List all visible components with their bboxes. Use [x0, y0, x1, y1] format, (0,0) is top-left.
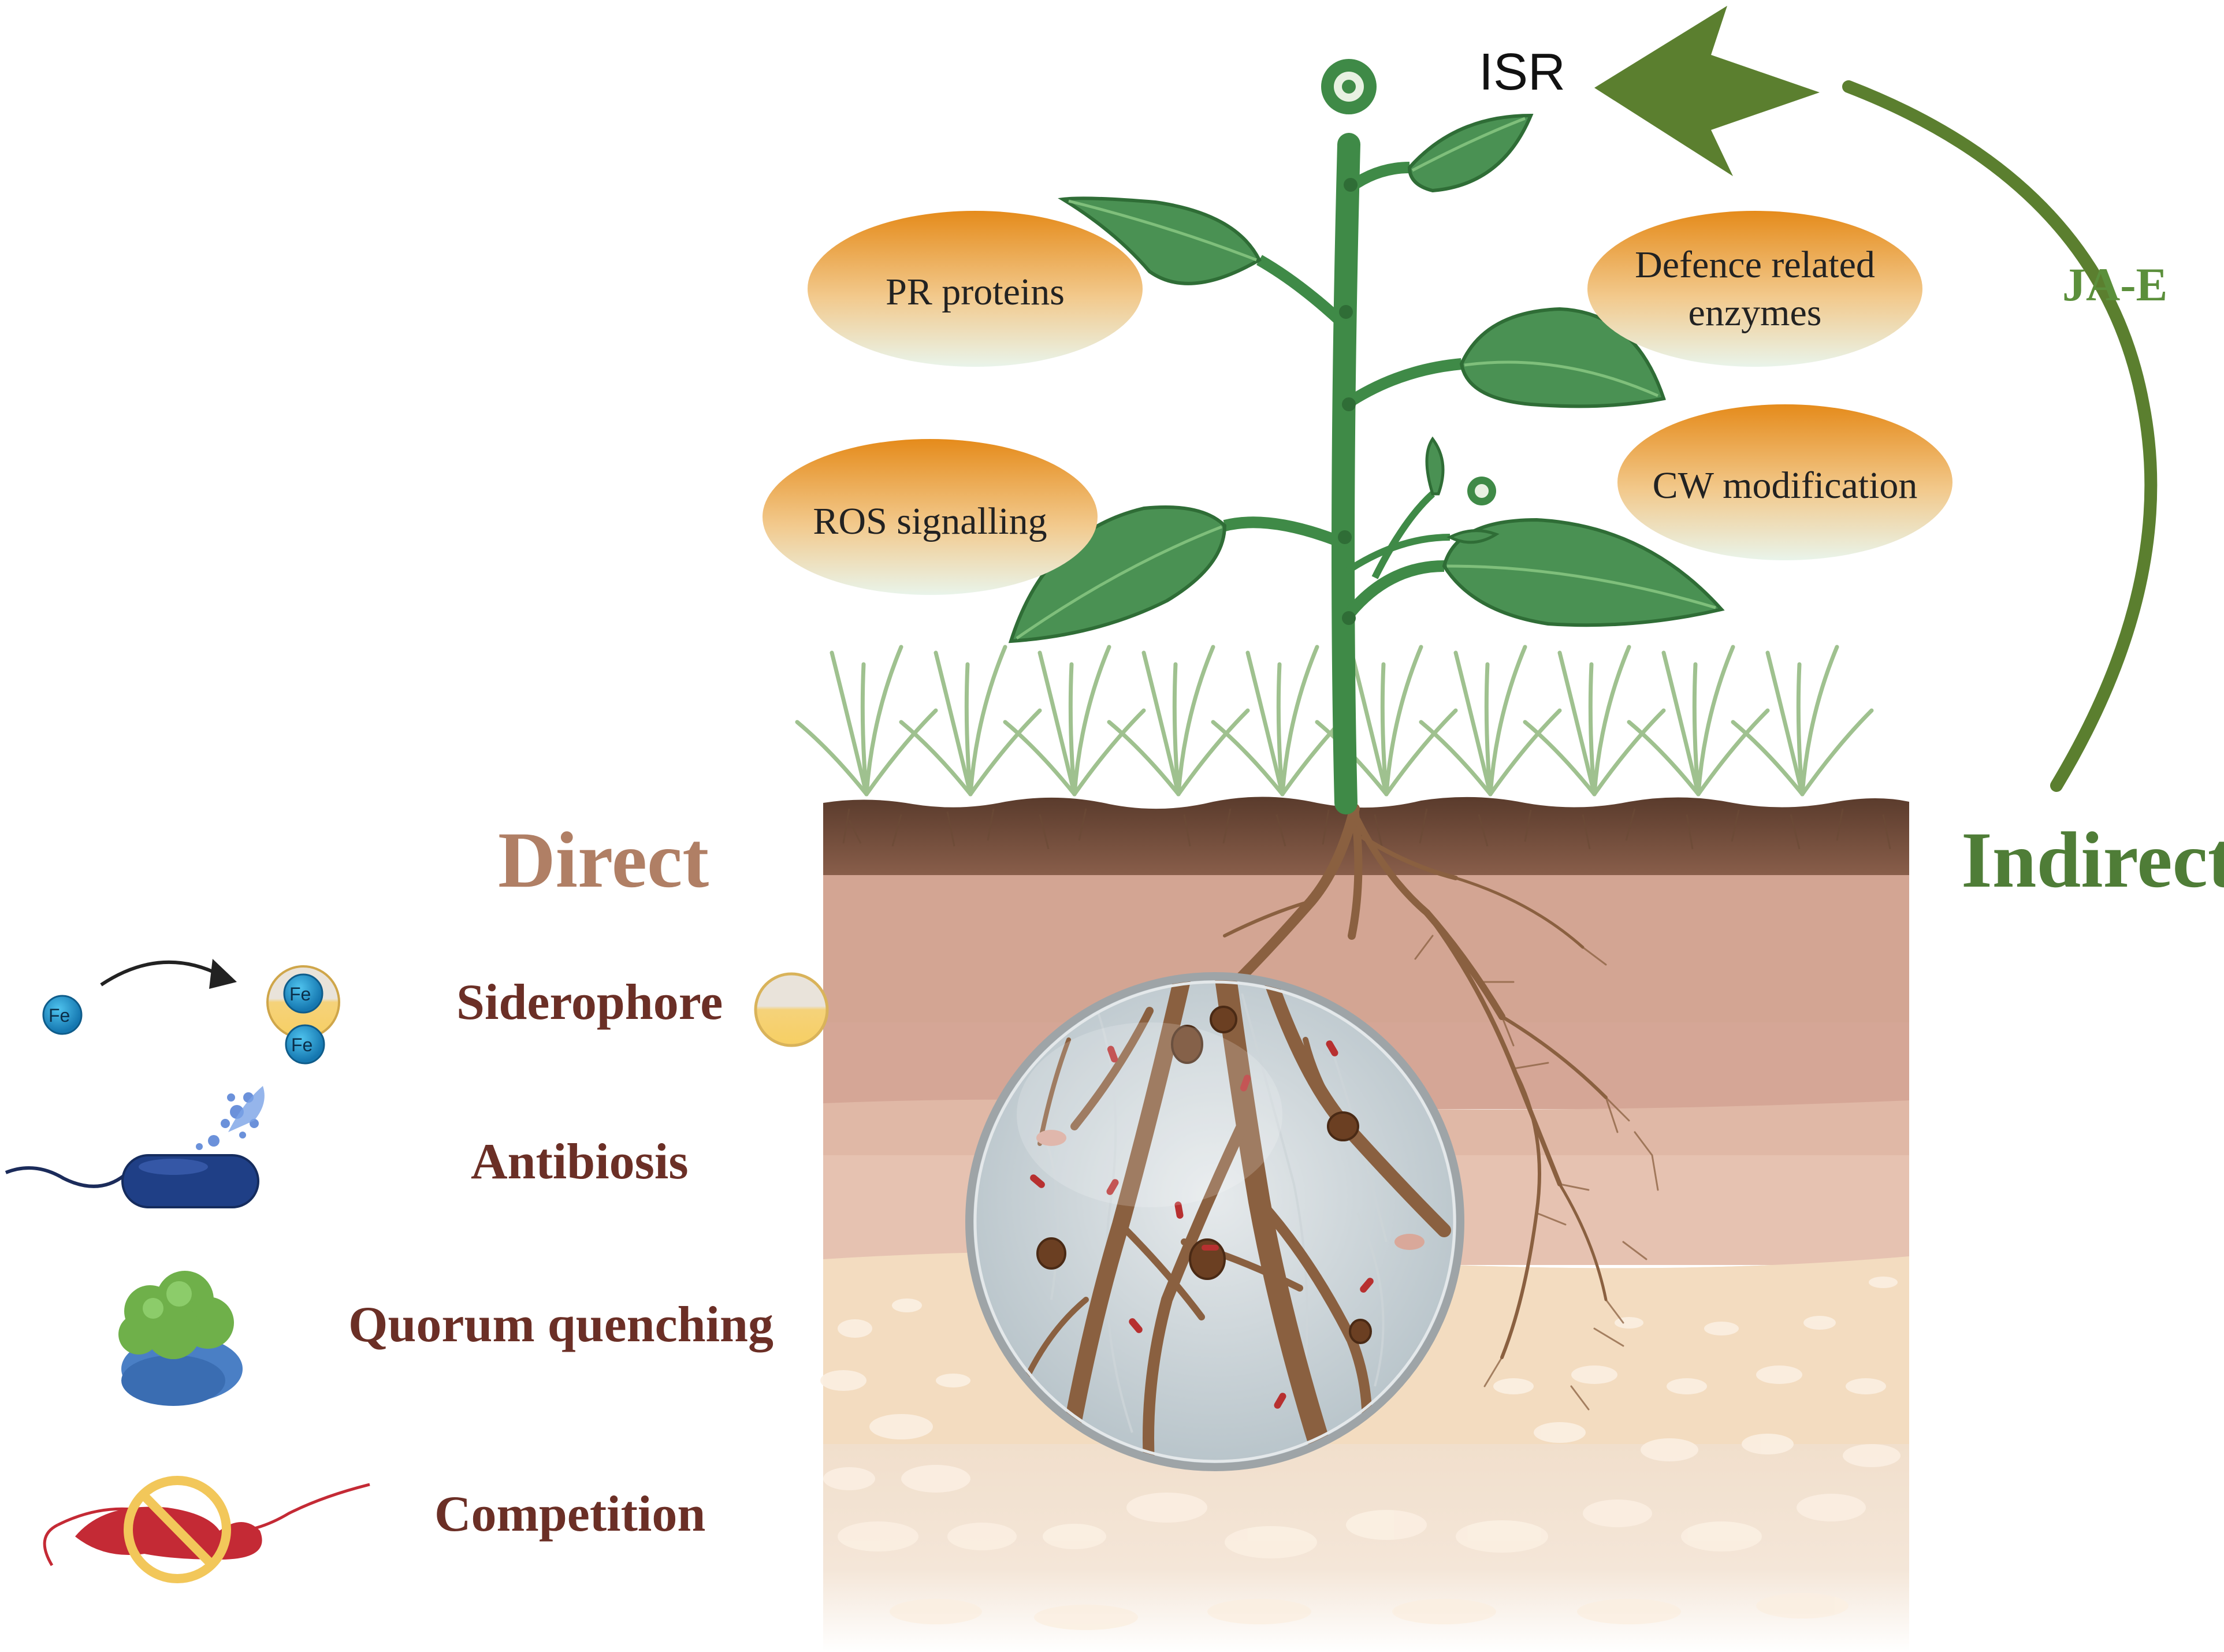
leaf-mid-right: [1459, 307, 1666, 408]
cw-modification-text: CW modification: [1652, 464, 1918, 507]
fe-label-bound-1: Fe: [289, 984, 311, 1004]
direct-heading: Direct: [498, 816, 709, 904]
leaf-lower-right: [1442, 518, 1725, 627]
leaf-small-top: [1425, 436, 1500, 544]
root-system: [1223, 803, 1659, 1411]
defence-enzymes-line: Defence related enzymes: [1635, 244, 1875, 334]
ellipse-cw-modification: [1617, 404, 1952, 560]
siderophore-icon: [754, 972, 829, 1047]
iron-chelation-icon: [42, 959, 340, 1065]
isr-label: ISR: [1479, 43, 1566, 101]
defence-ellipses: [763, 211, 1952, 595]
grass-tufts: [795, 645, 1872, 797]
plant: [1008, 59, 1725, 814]
fe-label-free: Fe: [49, 1005, 70, 1026]
fe-label-bound-2: Fe: [291, 1035, 313, 1055]
bacterium-secreting-icon: [5, 1086, 265, 1208]
ellipse-pr-proteins: [808, 211, 1143, 367]
defence-enzymes-text: Defence related enzymes: [1587, 241, 1922, 337]
ja-e-label: JA-E: [2062, 258, 2168, 311]
pr-proteins-text: PR proteins: [886, 271, 1065, 313]
leaf-top-right: [1407, 113, 1534, 193]
prohibited-bacterium-icon: [43, 1476, 370, 1583]
competition-label: Competition: [434, 1486, 706, 1542]
siderophore-label: Siderophore: [456, 974, 723, 1030]
protein-complex-icon: [118, 1271, 243, 1406]
ellipse-defence-enzymes: [1587, 211, 1922, 367]
quorum-quenching-label: Quorum quenching: [348, 1297, 773, 1353]
indirect-heading: Indirect: [1961, 816, 2224, 904]
antibiosis-label: Antibiosis: [471, 1134, 689, 1190]
ros-signalling-text: ROS signalling: [813, 500, 1047, 542]
ja-e-arrow: [1594, 6, 2158, 792]
ellipse-ros-signalling: [763, 439, 1098, 595]
leaf-lower-left: [1008, 505, 1227, 643]
magnified-root-view: [965, 972, 1464, 1471]
leaf-upper-left: [1058, 196, 1262, 285]
